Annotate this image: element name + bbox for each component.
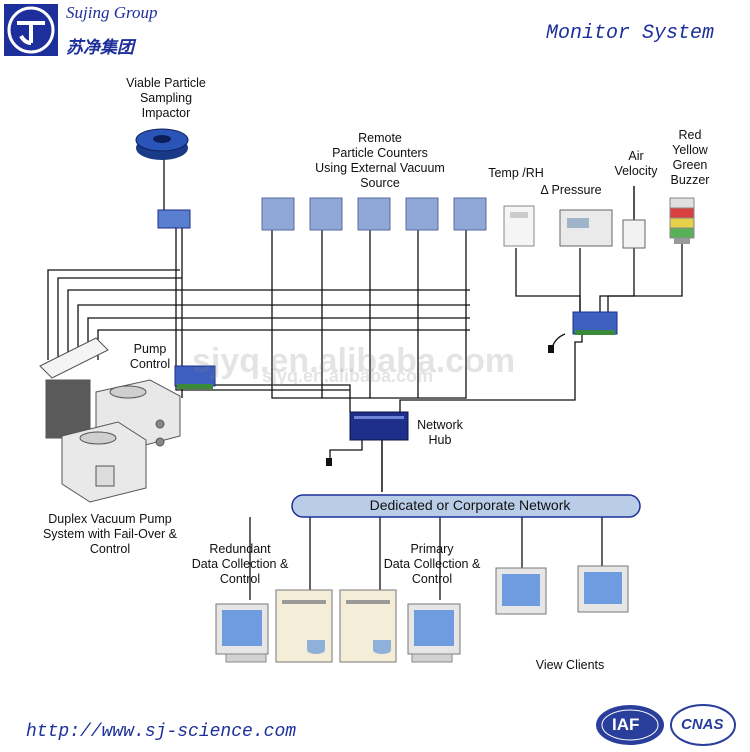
watermark: sjyq.en.alibaba.com <box>192 342 516 380</box>
impactor-device <box>135 128 189 160</box>
primary-monitor <box>407 603 461 663</box>
stack-light-buzzer <box>669 197 695 244</box>
iaf-seal-text: IAF <box>612 715 640 734</box>
redundant-monitor <box>215 603 269 663</box>
watermark: sjyq.en.alibaba.com <box>262 366 434 386</box>
brand-name-cn: 苏净集团 <box>66 38 134 57</box>
brand-name-en: Sujing Group <box>66 3 158 22</box>
network-hub <box>349 411 409 441</box>
page-title: Monitor System <box>545 22 714 45</box>
pressure-sensor <box>559 209 613 247</box>
sujing-logo <box>3 3 59 57</box>
iaf-seal <box>596 705 664 745</box>
primary-server <box>339 589 397 663</box>
network-label: Dedicated or Corporate Network <box>369 497 571 513</box>
air-velocity-probe <box>622 186 646 249</box>
duplex-vacuum-pump <box>39 337 181 503</box>
temp-rh-sensor <box>503 205 535 247</box>
particle-counter <box>261 197 487 231</box>
pump-control-module <box>174 365 216 389</box>
impactor-sensor <box>157 209 191 229</box>
corporate-network-bar <box>291 494 641 518</box>
temp-rh-label: Temp /RH <box>488 166 544 180</box>
cable-plugs <box>326 345 554 466</box>
redundant-server <box>275 589 333 663</box>
view-client-monitor <box>495 565 629 615</box>
pressure-label: Δ Pressure <box>540 183 602 197</box>
cnas-seal-text: CNAS <box>681 716 724 733</box>
environment-module <box>572 311 618 335</box>
cnas-seal <box>670 704 736 746</box>
website-url[interactable]: http://www.sj-science.com <box>26 722 297 742</box>
view-clients-label: View Clients <box>535 658 605 672</box>
